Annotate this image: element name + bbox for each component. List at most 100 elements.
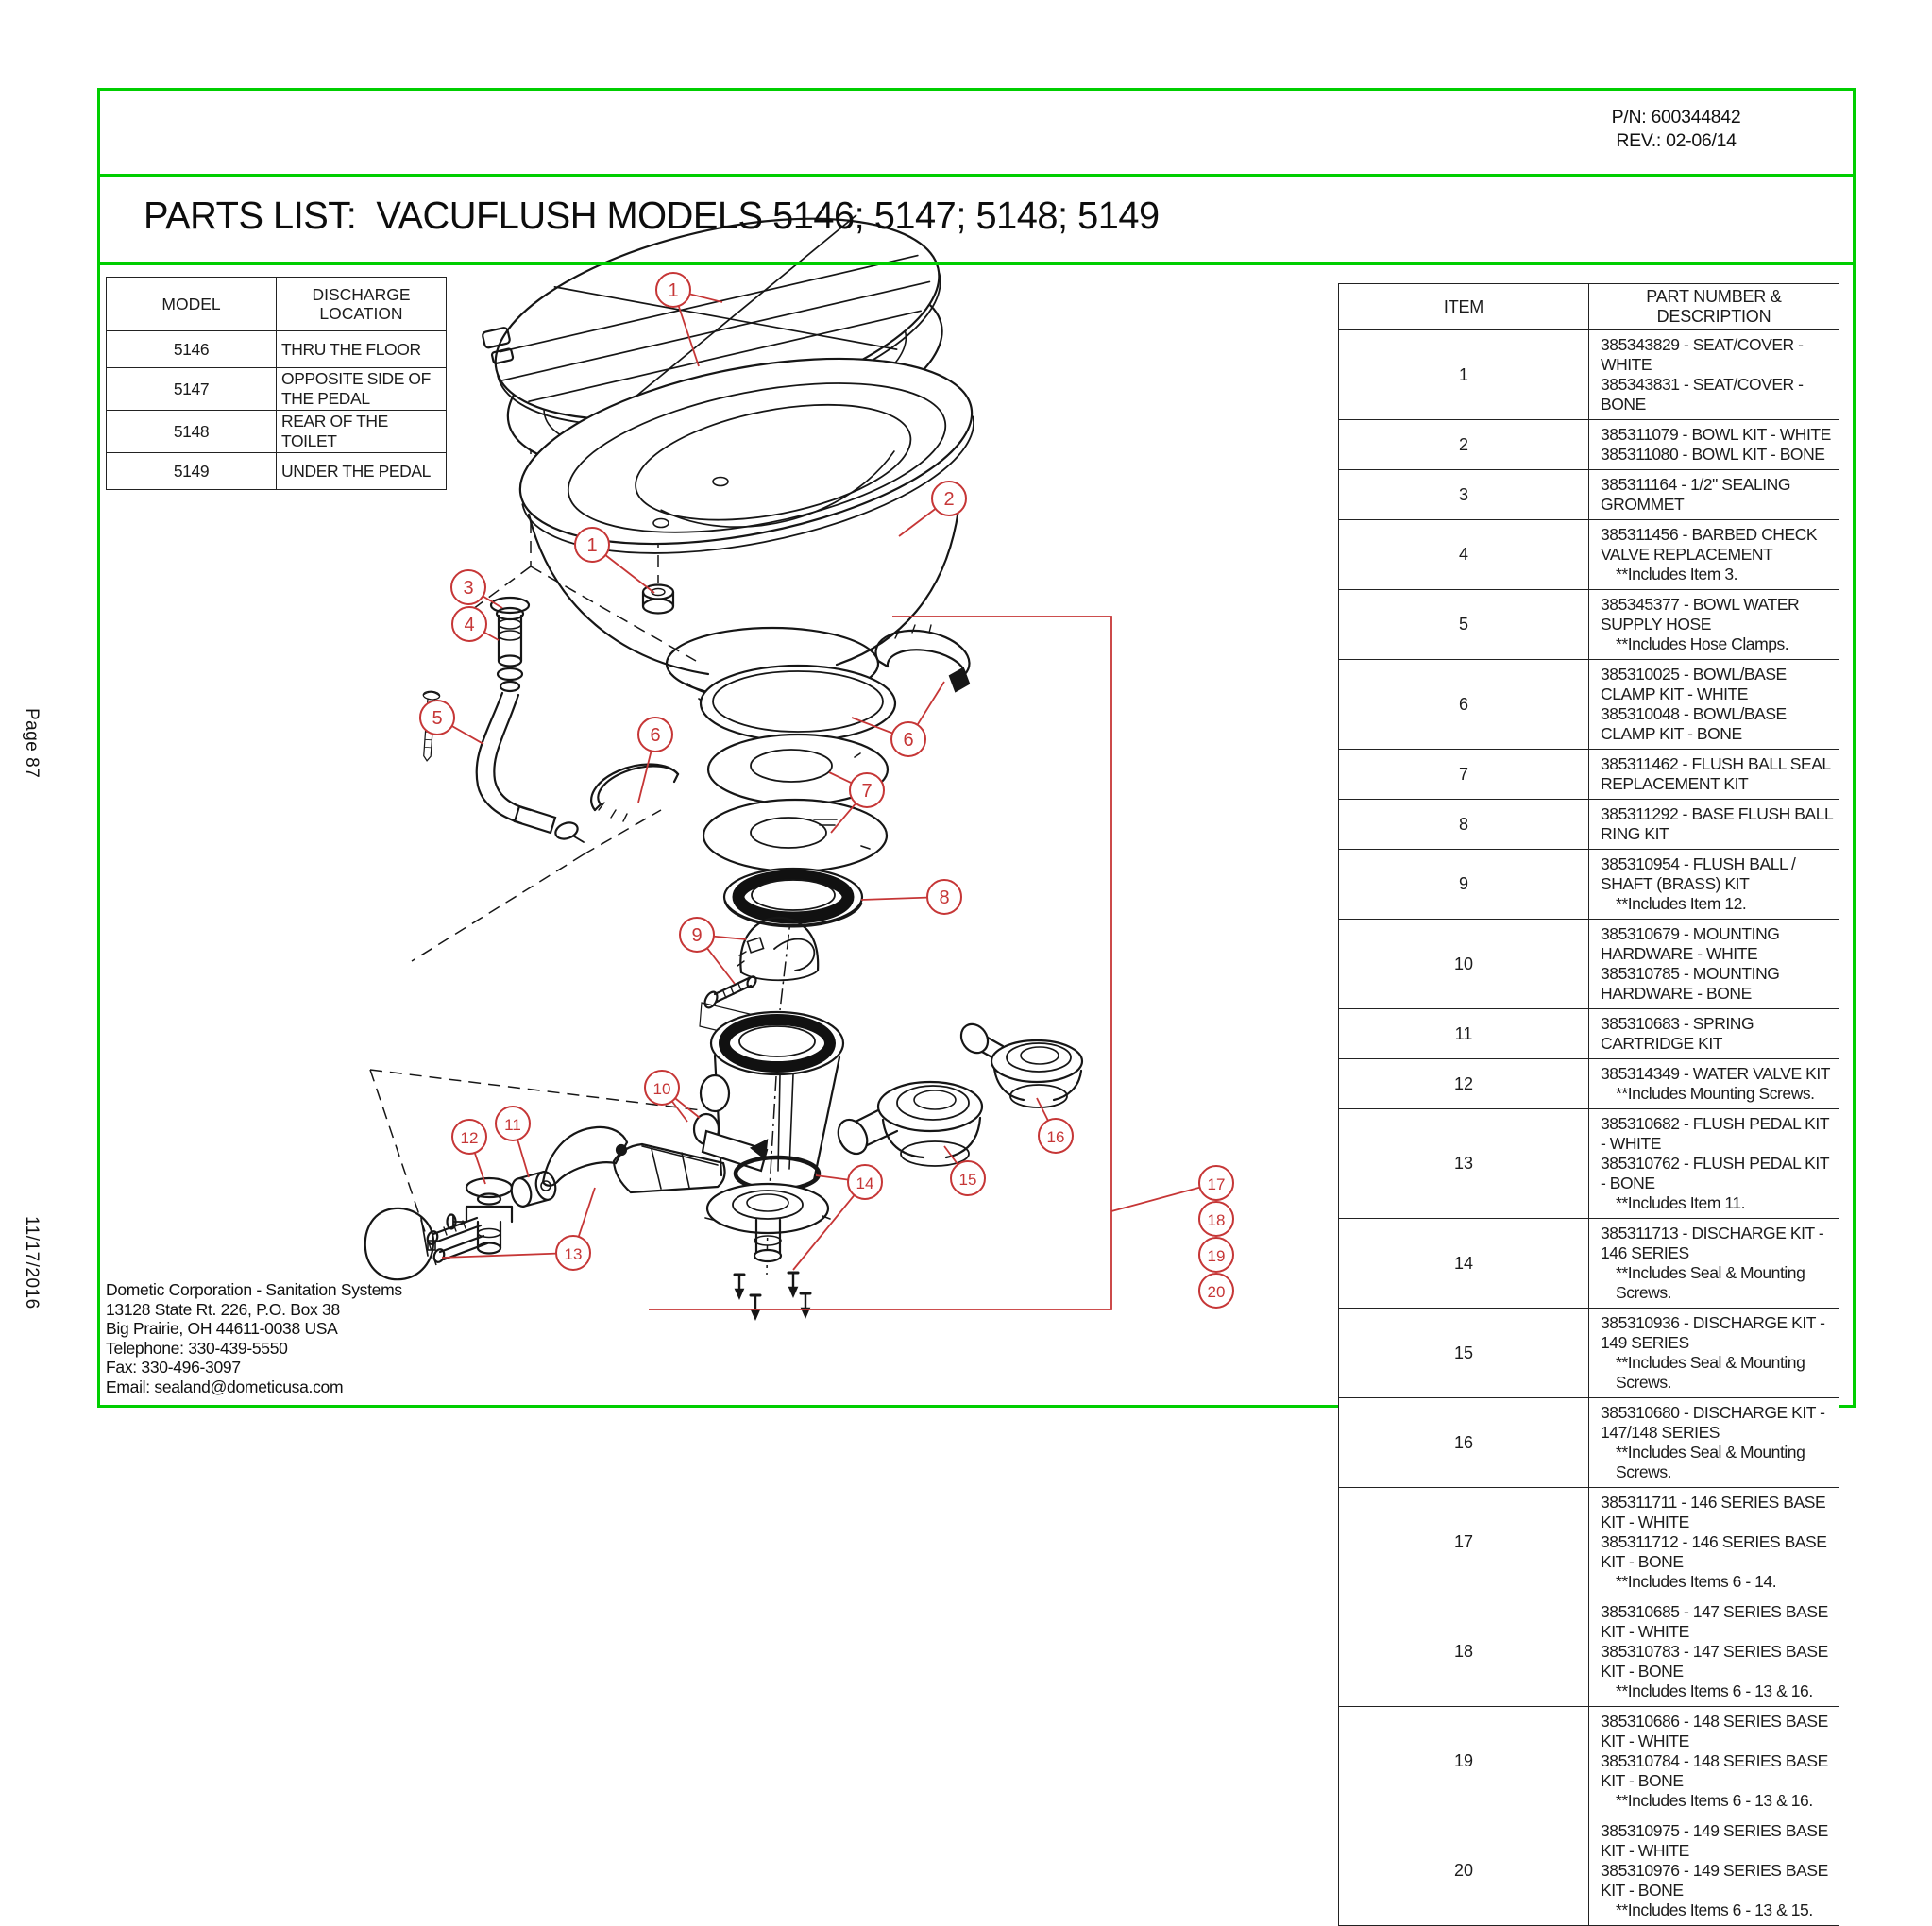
item-number: 15 (1338, 1308, 1589, 1398)
part-number-line: 385310936 - DISCHARGE KIT - 149 SERIES (1601, 1313, 1825, 1352)
callout-circle-6 (637, 717, 673, 752)
item-number: 18 (1338, 1597, 1589, 1707)
part-number-line: 385310783 - 147 SERIES BASE KIT - BONE (1601, 1642, 1828, 1681)
part-number-line: 385310784 - 148 SERIES BASE KIT - BONE (1601, 1751, 1828, 1790)
part-number-line: 385310686 - 148 SERIES BASE KIT - WHITE (1601, 1712, 1828, 1750)
parts-table-header-description: PART NUMBER & DESCRIPTION (1588, 283, 1839, 330)
part-note-line: **Includes Seal & Mounting Screws. (1616, 1263, 1805, 1302)
flush-pedal (541, 1125, 726, 1194)
callout-circle-3 (450, 569, 486, 605)
part-number-line: 385311080 - BOWL KIT - BONE (1601, 445, 1825, 464)
callout-circle-7 (849, 772, 885, 808)
item-number: 3 (1338, 469, 1589, 520)
document-rev: REV.: 02-06/14 (1616, 130, 1737, 151)
model-number: 5147 (106, 367, 277, 411)
callout-number-11: 11 (504, 1116, 521, 1134)
model-number: 5148 (106, 410, 277, 453)
document-pn: P/N: 600344842 (1611, 107, 1741, 127)
callout-circle-18 (1198, 1201, 1234, 1237)
parts-table-row: 3 385311164 - 1/2" SEALING GROMMET (1338, 469, 1839, 520)
discharge-location: OPPOSITE SIDE OF THE PEDAL (276, 367, 447, 411)
page-title: PARTS LIST: VACUFLUSH MODELS 5146; 5147;… (144, 194, 1160, 237)
parts-table-row: 4 385311456 - BARBED CHECK VALVE REPLACEM… (1338, 519, 1839, 590)
part-number-line: 385310785 - MOUNTING HARDWARE - BONE (1601, 964, 1780, 1003)
callout-number-15: 15 (959, 1171, 977, 1189)
part-number-line: 385314349 - WATER VALVE KIT (1601, 1064, 1831, 1083)
part-number-line: 385311164 - 1/2" SEALING GROMMET (1601, 475, 1791, 514)
part-description: 385314349 - WATER VALVE KIT**Includes Mo… (1588, 1058, 1839, 1109)
model-table-header-model: MODEL (106, 277, 277, 331)
callout-number-5: 5 (432, 708, 442, 729)
discharge-location: THRU THE FLOOR (276, 330, 447, 368)
part-description: 385311292 - BASE FLUSH BALL RING KIT (1588, 799, 1839, 850)
callout-circle-17 (1198, 1165, 1234, 1201)
item-number: 9 (1338, 849, 1589, 920)
item-number: 13 (1338, 1108, 1589, 1219)
callout-circle-9 (679, 917, 715, 953)
callout-circle-13 (555, 1235, 591, 1271)
contact-line: Big Prairie, OH 44611-0038 USA (106, 1319, 338, 1338)
seal-disc-lower (702, 798, 889, 873)
callout-number-20: 20 (1208, 1283, 1226, 1301)
part-number-line: 385310683 - SPRING CARTRIDGE KIT (1601, 1014, 1754, 1053)
item-number: 2 (1338, 419, 1589, 470)
callout-circle-15 (950, 1160, 986, 1196)
clamp-right (874, 624, 971, 693)
callout-circle-16 (1038, 1118, 1074, 1154)
part-note-line: **Includes Items 6 - 13 & 16. (1616, 1791, 1813, 1810)
red-reference-box (649, 616, 1112, 1310)
callout-circle-6 (890, 721, 926, 757)
part-note-line: **Includes Seal & Mounting Screws. (1616, 1353, 1805, 1392)
part-note-line: **Includes Item 12. (1616, 894, 1747, 913)
part-description: 385345377 - BOWL WATER SUPPLY HOSE**Incl… (1588, 589, 1839, 660)
side-date: 11/17/2016 (22, 1216, 42, 1309)
part-note-line: **Includes Item 11. (1616, 1193, 1746, 1212)
callout-circle-1 (655, 272, 691, 308)
bowl-body-left (527, 513, 710, 676)
callout-circle-12 (451, 1119, 487, 1155)
part-number-line: 385310025 - BOWL/BASE CLAMP KIT - WHITE (1601, 665, 1787, 703)
item-number: 4 (1338, 519, 1589, 590)
contact-line: Fax: 330-496-3097 (106, 1358, 241, 1377)
flush-ball-ring (722, 867, 864, 928)
item-number: 5 (1338, 589, 1589, 660)
part-number-line: 385310048 - BOWL/BASE CLAMP KIT - BONE (1601, 704, 1787, 743)
contact-line: Email: sealand@dometicusa.com (106, 1377, 344, 1396)
callout-circle-11 (495, 1106, 531, 1141)
part-note-line: **Includes Hose Clamps. (1616, 634, 1789, 653)
callout-circle-14 (847, 1164, 883, 1200)
part-description: 385311456 - BARBED CHECK VALVE REPLACEME… (1588, 519, 1839, 590)
part-number-line: 385345377 - BOWL WATER SUPPLY HOSE (1601, 595, 1800, 634)
part-number-line: 385311462 - FLUSH BALL SEAL REPLACEMENT … (1601, 754, 1831, 793)
callout-number-6: 6 (650, 725, 660, 746)
callout-number-1: 1 (586, 535, 597, 556)
callout-number-9: 9 (691, 925, 702, 946)
model-table-header-location: DISCHARGE LOCATION (276, 277, 447, 331)
supply-hose (475, 691, 585, 843)
cartridge-cover (737, 916, 820, 982)
side-page-number: Page 87 (22, 708, 42, 779)
item-number: 10 (1338, 919, 1589, 1009)
contact-line: 13128 State Rt. 226, P.O. Box 38 (106, 1299, 340, 1319)
part-number-line: 385311456 - BARBED CHECK VALVE REPLACEME… (1601, 525, 1818, 564)
callout-circle-20 (1198, 1273, 1234, 1309)
part-number-line: 385310680 - DISCHARGE KIT - 147/148 SERI… (1601, 1403, 1825, 1442)
part-note-line: **Includes Seal & Mounting Screws. (1616, 1443, 1805, 1481)
callout-number-14: 14 (856, 1174, 874, 1192)
